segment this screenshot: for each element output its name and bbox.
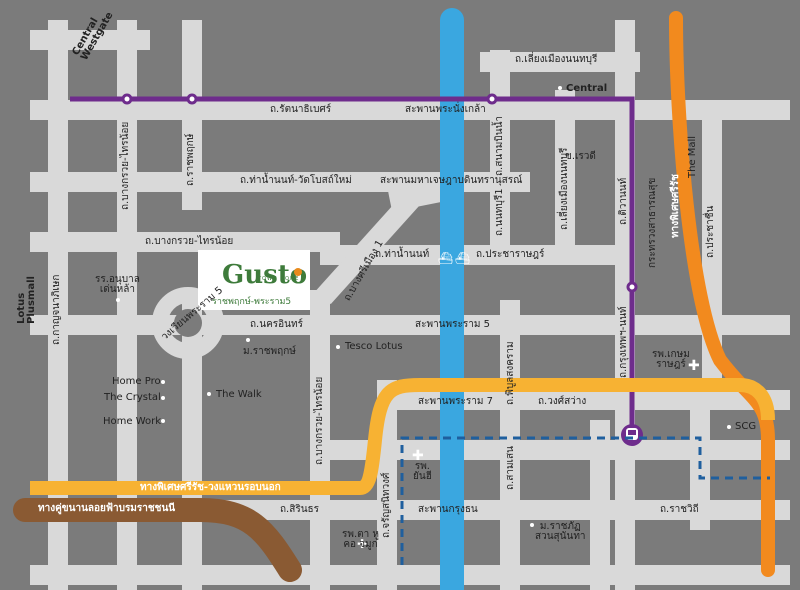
label-tesco-lotus: Tesco Lotus	[345, 341, 403, 352]
label-charan-sanitwong: ถ.จรัญสนิทวงศ์	[381, 472, 392, 538]
label-ta-hu: รพ.ตา หู คอ จมูก	[342, 529, 380, 550]
label-ratchaphruek: ถ.ราชพฤกษ์	[185, 133, 196, 186]
label-nonthaburi-1: ถ.นนทบุรี1	[494, 188, 505, 236]
label-rattanathibet: ถ.รัตนาธิเบศร์	[270, 104, 332, 115]
label-the-crystal: The Crystal	[104, 392, 161, 403]
label-yanhee: รพ. ยันฮี	[413, 461, 432, 482]
label-central: Central	[566, 83, 608, 94]
label-bang-kruai-sai-noi-2: ถ.บางกรวย-ไทรน้อย	[145, 236, 234, 247]
label-anuban: รร.อนุบาล เด่นหล้า	[95, 274, 140, 295]
logo-dot	[294, 268, 302, 276]
label-kanchanaphisek: ถ.กาญจนาภิเษก	[51, 274, 62, 345]
logo-title: Gusto	[222, 260, 308, 290]
hospital-icon: ✚	[357, 537, 367, 551]
label-phibun-songkhram: ถ.พิบูลสงคราม	[505, 341, 516, 405]
label-home-pro: Home Pro	[112, 376, 161, 387]
label-sirinthorn: ถ.สิรินธร	[280, 504, 320, 515]
label-the-walk: The Walk	[216, 389, 262, 400]
label-home-work: Home Work	[103, 416, 162, 427]
label-liang-muang: ถ.เลี่ยงเมืองนนทบุรี	[515, 54, 598, 65]
roundabout-center	[174, 309, 202, 337]
station-dot	[121, 93, 133, 105]
label-kasem-rat: รพ.เกษม ราษฎร์	[652, 349, 690, 370]
label-bang-kruai-sai-noi-3: ถ.บางกรวย-ไทรน้อย	[314, 376, 325, 465]
blue-dashed-route	[400, 436, 770, 565]
ferry-icon: ⛴	[438, 251, 453, 265]
station-dot	[186, 93, 198, 105]
label-scg: SCG	[735, 421, 757, 432]
brown-expressway	[13, 498, 302, 582]
logo-tagline: TOWN HOME	[258, 276, 300, 282]
label-ratchawithi: ถ.ราชวิถี	[660, 504, 699, 515]
roundabout-rama5	[152, 287, 224, 359]
label-maha-chesada: สะพานมหาเจษฎาบดินทรานุสรณ์	[380, 175, 523, 186]
label-prachachuen: ถ.ประชาชื่น	[705, 205, 716, 258]
label-ministry-health: กระทรวงสาธารณสุข	[647, 177, 658, 268]
label-yellow-exp: ทางพิเศษศรีรัช-วงแหวนรอบนอก	[140, 482, 281, 493]
station-dot	[486, 93, 498, 105]
label-krung-thep-non: ถ.กรุงเทพฯ-นนท์	[618, 306, 629, 378]
label-tiwanon: ถ.ติวานนท์	[618, 177, 629, 225]
label-m-ratchaphruek: ม.ราชพฤกษ์	[243, 346, 296, 357]
label-tha-nam-non-wat-khong-sai: ถ.ท่าน้ำนนท์-วัดโบสถ์ใหม่	[240, 175, 352, 186]
ferry-icon: ⛴	[455, 251, 470, 265]
hospital-icon: ✚	[688, 358, 700, 374]
gusto-logo: Gusto TOWN HOME ราชพฤกษ์-พระราม5	[198, 250, 310, 310]
label-brown-exp: ทางคู่ขนานลอยฟ้าบรมราชชนนี	[38, 503, 176, 514]
label-wong-sawang: ถ.วงศ์สว่าง	[538, 396, 587, 407]
label-phiset-sri-rat: ทางพิเศษศรีรัช	[670, 174, 681, 238]
label-rama7-bridge: สะพานพระราม 7	[418, 396, 493, 407]
label-rama5-bridge: สะพานพระราม 5	[415, 319, 490, 330]
label-the-mall: The Mall	[687, 135, 698, 178]
label-phra-nang-klao: สะพานพระนั่งเกล้า	[405, 104, 486, 115]
station-dot	[626, 281, 638, 293]
hospital-icon: ✚	[412, 448, 424, 464]
label-pracharat: ถ.ประชาราษฎร์	[476, 249, 545, 260]
label-sanam-bin-nam: ถ.สนามบินน้ำ	[494, 115, 505, 176]
label-bang-kruai-sai-noi: ถ.บางกรวย-ไทรน้อย	[120, 121, 131, 210]
logo-thai: ราชพฤกษ์-พระราม5	[212, 297, 292, 307]
purple-line	[70, 96, 635, 432]
yellow-expressway	[30, 378, 775, 495]
label-tha-nam-non: ถ.ท่าน้ำนนท์	[375, 249, 430, 260]
label-lotus-plusmall: Lotus Plusmall	[15, 276, 37, 324]
label-nakhon-in: ถ.นครอินทร์	[250, 319, 303, 330]
label-krung-thon-bridge: สะพานกรุงธน	[418, 504, 478, 515]
label-suan-sunandha: ม.ราชภัฏ สวนสุนันทา	[535, 521, 586, 542]
label-samsen: ถ.สามเสน	[505, 446, 516, 490]
label-rewadi: ข.เรวดี	[565, 151, 596, 162]
